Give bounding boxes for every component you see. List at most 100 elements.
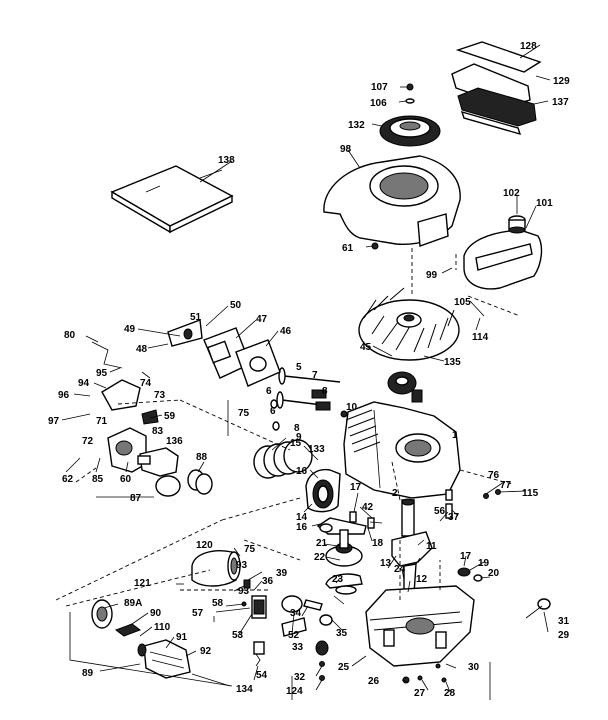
label-18: 18 bbox=[372, 538, 384, 549]
label-6: 6 bbox=[266, 386, 272, 397]
piston-rings bbox=[253, 439, 313, 479]
label-17: 17 bbox=[350, 482, 362, 493]
label-128: 128 bbox=[520, 41, 537, 52]
label-39: 39 bbox=[276, 568, 288, 579]
label-121: 121 bbox=[134, 578, 151, 589]
label-60: 60 bbox=[120, 474, 132, 485]
muffler bbox=[191, 550, 241, 587]
muffler-guard bbox=[91, 599, 191, 679]
label-20: 20 bbox=[488, 568, 500, 579]
label-94: 94 bbox=[78, 378, 90, 389]
label-132: 132 bbox=[348, 120, 365, 131]
label-49: 49 bbox=[124, 324, 136, 335]
assembly-dashed-lines bbox=[55, 248, 521, 607]
label-71: 71 bbox=[96, 416, 108, 427]
label-57: 57 bbox=[192, 608, 204, 619]
label-77: 77 bbox=[500, 480, 512, 491]
label-13: 13 bbox=[380, 558, 392, 569]
label-124: 124 bbox=[286, 686, 303, 697]
label-76: 76 bbox=[488, 470, 500, 481]
label-29: 29 bbox=[558, 630, 570, 641]
label-36: 36 bbox=[262, 576, 274, 587]
label-58: 58 bbox=[212, 598, 224, 609]
label-114: 114 bbox=[472, 332, 489, 343]
label-14: 14 bbox=[296, 512, 308, 523]
label-35: 35 bbox=[336, 628, 348, 639]
label-21: 21 bbox=[316, 538, 328, 549]
label-133: 133 bbox=[308, 444, 325, 455]
label-28: 28 bbox=[444, 688, 456, 699]
label-98: 98 bbox=[340, 144, 352, 155]
label-73: 73 bbox=[154, 390, 166, 401]
camshaft-gear bbox=[325, 529, 363, 595]
label-27: 27 bbox=[414, 688, 426, 699]
label-34: 34 bbox=[290, 608, 302, 619]
group-brackets bbox=[69, 400, 491, 700]
label-26: 26 bbox=[368, 676, 380, 687]
intake-gaskets bbox=[167, 319, 281, 387]
label-8: 8 bbox=[322, 386, 328, 397]
label-46: 46 bbox=[280, 326, 292, 337]
label-107: 107 bbox=[371, 82, 388, 93]
label-62: 62 bbox=[62, 474, 74, 485]
leader-lines bbox=[61, 44, 551, 693]
label-88: 88 bbox=[196, 452, 208, 463]
carburetor bbox=[91, 341, 213, 497]
label-101: 101 bbox=[536, 198, 553, 209]
label-87: 87 bbox=[130, 493, 142, 504]
label-74: 74 bbox=[140, 378, 152, 389]
label-25: 25 bbox=[338, 662, 350, 673]
label-6b: 6 bbox=[270, 406, 276, 417]
label-85: 85 bbox=[92, 474, 104, 485]
valves bbox=[270, 367, 348, 431]
manual-book bbox=[110, 165, 234, 234]
label-42: 42 bbox=[362, 502, 374, 513]
blower-housing bbox=[323, 155, 461, 250]
label-59: 59 bbox=[164, 411, 176, 422]
label-53: 53 bbox=[232, 630, 244, 641]
label-93-top: 93 bbox=[236, 560, 248, 571]
label-31: 31 bbox=[558, 616, 570, 627]
label-92: 92 bbox=[200, 646, 212, 657]
label-75b: 75 bbox=[244, 544, 256, 555]
rotating-screen bbox=[379, 83, 441, 147]
label-33: 33 bbox=[292, 642, 304, 653]
label-16: 16 bbox=[296, 466, 308, 477]
label-102: 102 bbox=[503, 188, 520, 199]
label-45: 45 bbox=[360, 342, 372, 353]
label-138: 138 bbox=[218, 155, 235, 166]
label-12: 12 bbox=[416, 574, 428, 585]
label-1: 1 bbox=[452, 430, 458, 441]
part-number-labels: 128 129 137 107 106 132 98 138 102 101 6… bbox=[48, 41, 570, 699]
connecting-rod bbox=[316, 511, 375, 535]
label-17b: 17 bbox=[460, 551, 472, 562]
engine-block bbox=[343, 401, 461, 499]
label-23: 23 bbox=[332, 574, 344, 585]
label-90: 90 bbox=[150, 608, 162, 619]
label-61: 61 bbox=[342, 243, 354, 254]
label-11: 11 bbox=[426, 541, 437, 552]
label-30: 30 bbox=[468, 662, 480, 673]
label-106: 106 bbox=[370, 98, 387, 109]
label-95: 95 bbox=[96, 368, 108, 379]
label-7: 7 bbox=[312, 370, 318, 381]
label-5: 5 bbox=[296, 362, 302, 373]
label-129: 129 bbox=[553, 76, 570, 87]
label-52: 52 bbox=[288, 630, 300, 641]
control-bracket bbox=[451, 41, 542, 136]
label-89a: 89A bbox=[124, 598, 142, 609]
label-16b: 16 bbox=[296, 522, 308, 533]
label-54: 54 bbox=[256, 670, 268, 681]
governor bbox=[303, 599, 333, 681]
label-32: 32 bbox=[294, 672, 306, 683]
label-115: 115 bbox=[522, 488, 539, 499]
label-75: 75 bbox=[238, 408, 250, 419]
label-50: 50 bbox=[230, 300, 242, 311]
label-47: 47 bbox=[256, 314, 268, 325]
flywheel bbox=[358, 287, 460, 361]
label-56: 56 bbox=[434, 506, 446, 517]
label-2: 2 bbox=[392, 488, 398, 499]
label-89: 89 bbox=[82, 668, 94, 679]
